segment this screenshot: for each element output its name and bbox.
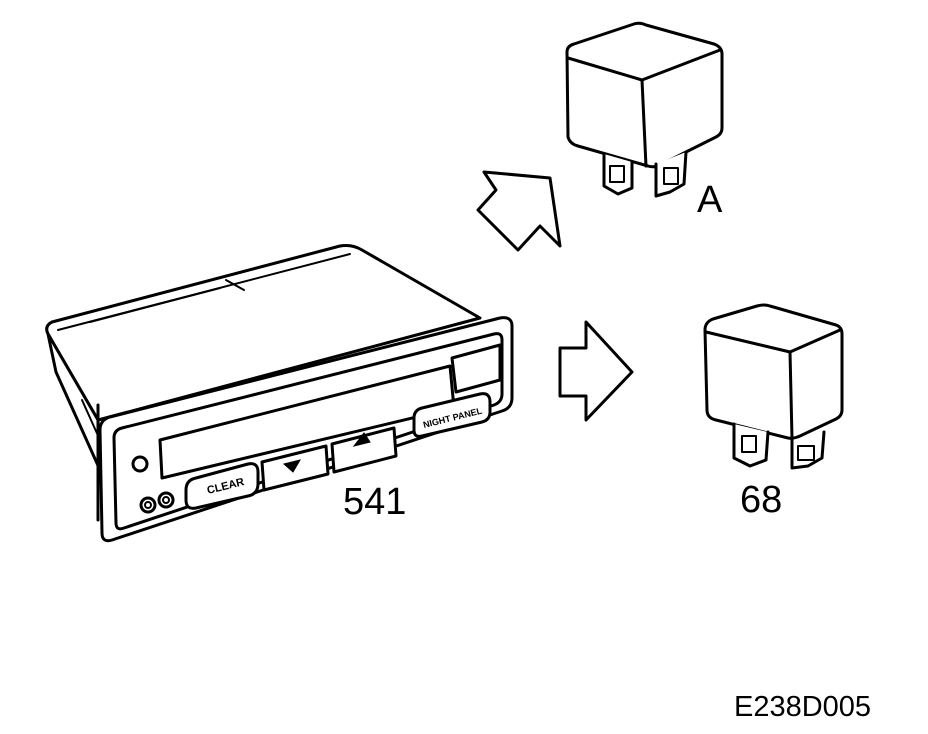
outline-arrow-up-right-icon	[476, 170, 562, 252]
triangle-up-icon	[352, 432, 371, 447]
relay-a: A	[565, 21, 724, 221]
outline-arrow-right-icon	[558, 320, 634, 422]
down-button	[260, 444, 330, 492]
clear-button: CLEAR	[184, 462, 260, 510]
figure-code: E238D005	[734, 691, 871, 723]
control-unit-541: CLEAR NIGHT PANEL 541	[45, 244, 514, 543]
triangle-down-icon	[282, 459, 302, 473]
relay-68-label: 68	[740, 479, 782, 521]
relay-a-label: A	[697, 179, 723, 221]
up-button	[330, 426, 398, 474]
night-panel-button: NIGHT PANEL	[412, 392, 492, 438]
relay-68: 68	[703, 303, 844, 521]
unit-label: 541	[343, 481, 406, 523]
